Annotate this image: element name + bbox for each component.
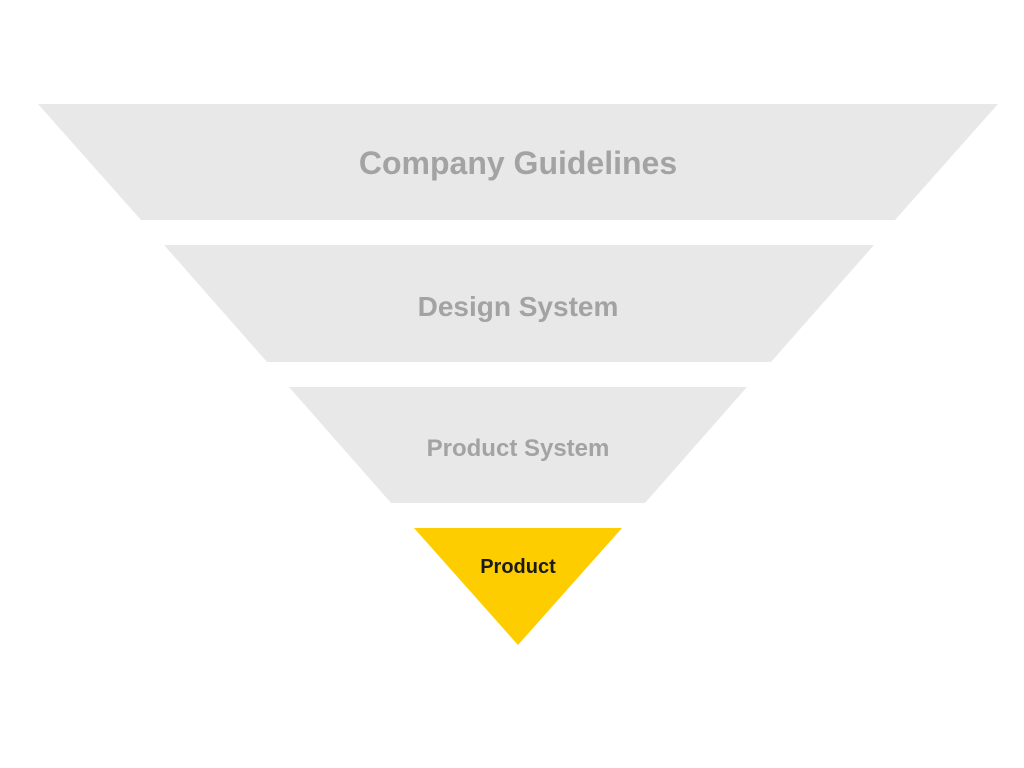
funnel-level-product-system: Product System [289, 387, 747, 503]
funnel-level-product: Product [414, 528, 622, 645]
funnel-label-company-guidelines: Company Guidelines [359, 145, 677, 181]
funnel-label-design-system: Design System [418, 291, 619, 322]
funnel-shape-product-system [289, 387, 747, 503]
funnel-label-product: Product [480, 556, 556, 578]
funnel-shape-design-system [164, 245, 874, 362]
funnel-shape-company-guidelines [38, 104, 998, 220]
funnel-shape-product [414, 528, 622, 645]
funnel-label-product-system: Product System [427, 435, 610, 462]
funnel-level-company-guidelines: Company Guidelines [38, 104, 998, 220]
funnel-level-design-system: Design System [164, 245, 874, 362]
